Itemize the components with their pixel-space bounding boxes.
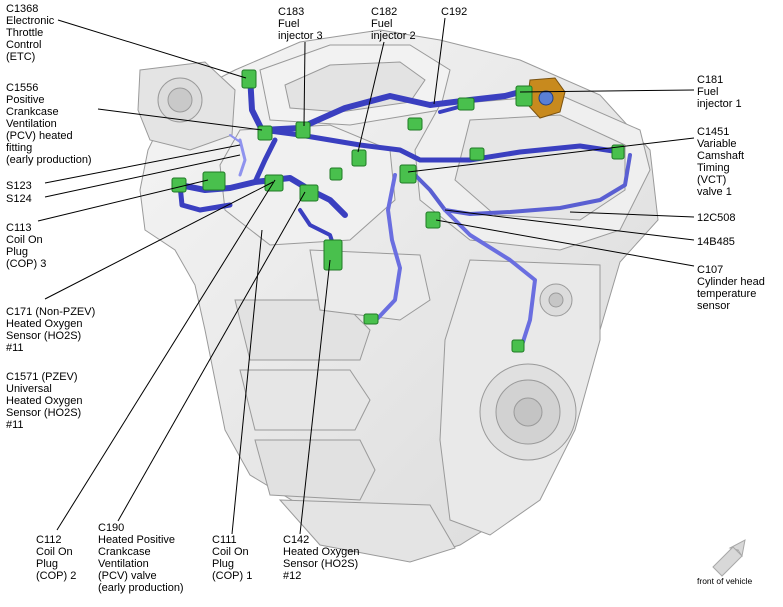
label-c181: C181 Fuel injector 1 (697, 74, 742, 110)
label-c171: C171 (Non-PZEV) Heated Oxygen Sensor (HO… (6, 306, 96, 354)
label-c111: C111 Coil On Plug (COP) 1 (212, 534, 253, 582)
connector-c182 (351, 149, 367, 167)
label-14b485: 14B485 (697, 236, 735, 248)
leader-lines (37, 17, 695, 535)
connector-c192 (457, 97, 475, 111)
connector-c111 (299, 184, 319, 202)
connector-c142 (323, 239, 343, 271)
connector-c1368 (241, 69, 257, 89)
label-c182: C182 Fuel injector 2 (371, 6, 416, 42)
connector-c1451 (399, 164, 417, 184)
label-c190: C190 Heated Positive Crankcase Ventilati… (98, 522, 184, 594)
connector-c112 (264, 174, 284, 192)
connector-c113 (202, 171, 226, 191)
label-c1556: C1556 Positive Crankcase Ventilation (PC… (6, 82, 92, 166)
connector-c107 (425, 211, 441, 229)
label-c113: C113 Coil On Plug (COP) 3 (6, 222, 47, 270)
connector-misc-2 (469, 147, 485, 161)
engine-block (137, 29, 659, 563)
label-12c508: 12C508 (697, 212, 736, 224)
connectors (171, 69, 625, 353)
connector-misc-6 (329, 167, 343, 181)
label-c1451: C1451 Variable Camshaft Timing (VCT) val… (697, 126, 745, 198)
front-of-vehicle-arrow-icon (712, 539, 746, 577)
connector-misc-3 (611, 144, 625, 160)
connector-c171 (171, 177, 187, 193)
front-of-vehicle-label: front of vehicle (697, 576, 753, 586)
label-c107: C107 Cylinder head temperature sensor (697, 264, 765, 312)
connector-c183 (295, 121, 311, 139)
label-c142: C142 Heated Oxygen Sensor (HO2S) #12 (283, 534, 360, 582)
label-s124: S124 (6, 193, 32, 205)
label-s123: S123 (6, 180, 32, 192)
orange-fitting (526, 77, 566, 119)
label-c192: C192 (441, 6, 468, 18)
connector-c1556 (257, 125, 273, 141)
connector-c181 (515, 85, 533, 107)
label-c112: C112 Coil On Plug (COP) 2 (36, 534, 77, 582)
label-c183: C183 Fuel injector 3 (278, 6, 323, 42)
connector-misc-5 (363, 313, 379, 325)
label-c1571: C1571 (PZEV) Universal Heated Oxygen Sen… (6, 371, 83, 431)
connector-misc-1 (407, 117, 423, 131)
connector-misc-4 (511, 339, 525, 353)
label-c1368: C1368 Electronic Throttle Control (ETC) (6, 3, 55, 63)
